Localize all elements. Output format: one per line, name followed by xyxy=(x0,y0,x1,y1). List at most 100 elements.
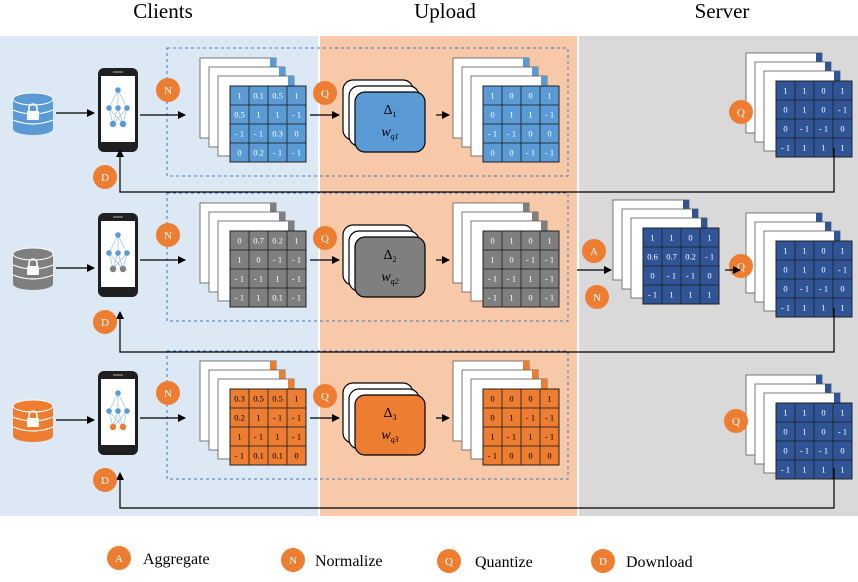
matrix-value: 0 xyxy=(509,255,513,265)
matrix-value: 0.2 xyxy=(272,236,283,246)
lock-body xyxy=(27,266,39,275)
legend-badge-icon xyxy=(437,549,461,573)
matrix-value: - 1 xyxy=(838,427,847,437)
matrix-value: - 1 xyxy=(800,124,809,134)
client-group-outline xyxy=(166,192,569,322)
matrix-value: 0.5 xyxy=(234,110,245,120)
net-node xyxy=(119,423,127,431)
matrix-value: - 1 xyxy=(507,129,516,139)
matrix-value: 0 xyxy=(256,255,260,265)
matrix-value: - 1 xyxy=(526,148,535,158)
matrix-value: 1 xyxy=(490,91,494,101)
matrix-value: 1 xyxy=(669,290,673,300)
badge-letter: Q xyxy=(732,416,740,428)
badge-letter: N xyxy=(164,388,172,400)
matrix-value: - 1 xyxy=(781,143,790,153)
matrix-value: - 1 xyxy=(648,290,657,300)
download-line-2 xyxy=(116,308,835,353)
matrix-value: 0 xyxy=(294,451,298,461)
matrix-value: - 1 xyxy=(526,413,535,423)
matrix-value: - 1 xyxy=(819,446,828,456)
delta-sheet xyxy=(354,394,426,456)
matrix-value: 1 xyxy=(528,274,532,284)
matrix-value: 0 xyxy=(490,394,494,404)
lock-shackle xyxy=(28,103,38,111)
matrix-value: 0 xyxy=(490,413,494,423)
weight-subscript: q2 xyxy=(391,277,399,286)
matrix-value: - 1 xyxy=(781,465,790,475)
matrix-value: - 1 xyxy=(545,110,554,120)
matrix-value: 0 xyxy=(840,124,844,134)
matrix-value: - 1 xyxy=(235,451,244,461)
phone-speaker xyxy=(113,216,123,218)
matrix-value: - 1 xyxy=(545,293,554,303)
net-edge xyxy=(117,392,128,412)
matrix-value: 1 xyxy=(237,91,241,101)
matrix-value: 0 xyxy=(783,105,787,115)
matrix-value: - 1 xyxy=(545,255,554,265)
badge-letter: A xyxy=(590,246,598,258)
smartphone-network-icon xyxy=(98,68,138,152)
matrix-value: - 1 xyxy=(819,284,828,294)
matrix-cell xyxy=(539,142,560,163)
matrix-value: 1 xyxy=(256,413,260,423)
lock-shackle xyxy=(28,410,38,418)
matrix-value: 1 xyxy=(490,255,494,265)
quantize-badge: Q xyxy=(313,81,337,105)
matrix-cell xyxy=(832,137,853,158)
db-band xyxy=(12,426,54,432)
matrix-cell xyxy=(286,287,307,308)
delta-subscript: 3 xyxy=(393,413,397,422)
net-edge xyxy=(108,234,119,254)
matrix-value: 1 xyxy=(547,394,551,404)
matrix-value: 0 xyxy=(509,91,513,101)
db-bottom xyxy=(13,278,53,290)
matrix-value: 0 xyxy=(783,284,787,294)
matrix-value: 0 xyxy=(840,284,844,294)
database-lock-icon xyxy=(12,92,54,135)
legend-badge-letter: N xyxy=(289,555,297,567)
net-node xyxy=(106,105,112,111)
weight-subscript: q3 xyxy=(391,435,399,444)
matrix-value: 0.2 xyxy=(234,413,245,423)
delta-subscript: 2 xyxy=(393,255,397,264)
matrix-value: 1 xyxy=(509,110,513,120)
smartphone-network-icon xyxy=(98,371,138,455)
matrix-value: 1 xyxy=(840,246,844,256)
quantize-badge: Q xyxy=(313,384,337,408)
badge-icon xyxy=(156,78,180,102)
net-node xyxy=(115,232,121,238)
matrix-value: - 1 xyxy=(292,148,301,158)
legend-label: Quantize xyxy=(475,554,533,571)
net-node xyxy=(115,87,121,93)
net-node xyxy=(106,250,112,256)
legend-label: Aggregate xyxy=(143,551,210,568)
matrix-value: 1 xyxy=(840,86,844,96)
db-band xyxy=(12,119,54,125)
net-node xyxy=(124,105,130,111)
matrix-value: - 1 xyxy=(781,303,790,313)
client-group-outline xyxy=(166,47,569,177)
net-node xyxy=(115,408,121,414)
matrix-value: - 1 xyxy=(488,293,497,303)
matrix-value: 1 xyxy=(490,432,494,442)
badge-letter: N xyxy=(164,230,172,242)
matrix-value: - 1 xyxy=(507,432,516,442)
badge-icon xyxy=(313,384,337,408)
badge-icon xyxy=(729,100,753,124)
matrix-value: 1 xyxy=(802,408,806,418)
matrix-value: 0 xyxy=(528,129,532,139)
matrix-value: - 1 xyxy=(545,148,554,158)
matrix-value: 0 xyxy=(528,293,532,303)
matrix-value: - 1 xyxy=(254,432,263,442)
matrix-value: - 1 xyxy=(507,274,516,284)
